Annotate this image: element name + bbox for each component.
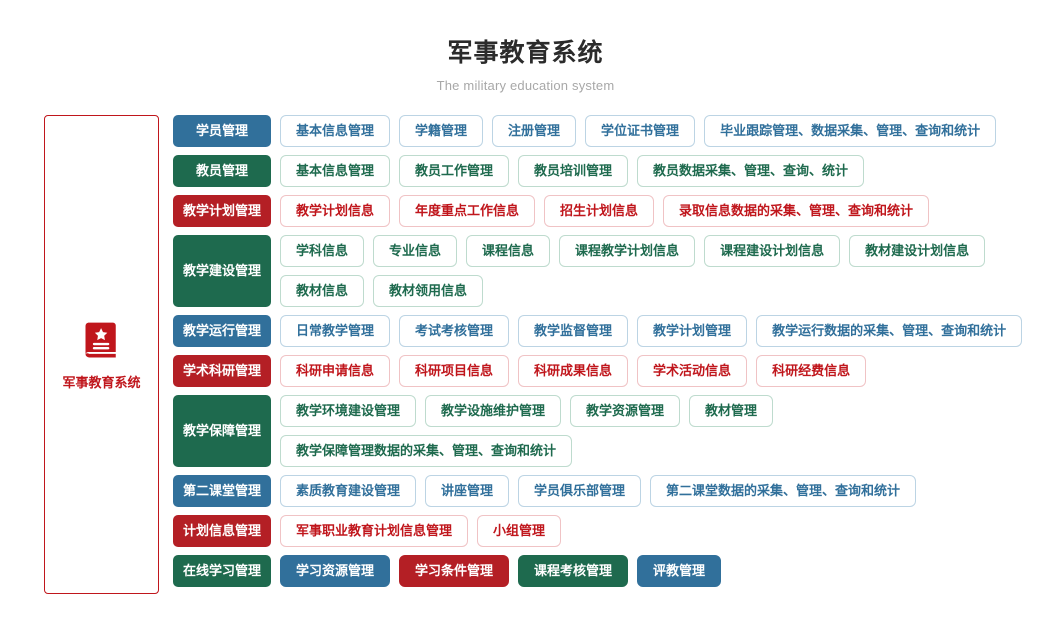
category-button[interactable]: 教员管理 [173,155,271,188]
root-node-panel[interactable]: 军事教育系统 [44,115,159,595]
item-chip[interactable]: 教员数据采集、管理、查询、统计 [637,155,865,188]
item-chip[interactable]: 学科信息 [280,235,365,268]
item-chip[interactable]: 学员俱乐部管理 [518,475,642,508]
item-chip[interactable]: 专业信息 [373,235,458,268]
item-chip-group: 日常教学管理考试考核管理教学监督管理教学计划管理教学运行数据的采集、管理、查询和… [280,315,1051,348]
item-chip-group: 学习资源管理学习条件管理课程考核管理评教管理 [280,555,1051,588]
category-row: 学员管理基本信息管理学籍管理注册管理学位证书管理毕业跟踪管理、数据采集、管理、查… [173,115,1051,148]
category-row: 在线学习管理学习资源管理学习条件管理课程考核管理评教管理 [173,555,1051,588]
item-chip[interactable]: 教材建设计划信息 [849,235,986,268]
item-chip[interactable]: 教学环境建设管理 [280,395,417,428]
item-chip-group: 军事职业教育计划信息管理小组管理 [280,515,1051,548]
root-node-label: 军事教育系统 [62,374,141,390]
item-chip[interactable]: 日常教学管理 [280,315,391,348]
category-button[interactable]: 教学计划管理 [173,195,271,228]
item-chip[interactable]: 教材管理 [689,395,774,428]
category-row: 教学建设管理学科信息专业信息课程信息课程教学计划信息课程建设计划信息教材建设计划… [173,235,1051,308]
category-button[interactable]: 教学保障管理 [173,395,271,468]
item-chip[interactable]: 教学运行数据的采集、管理、查询和统计 [756,315,1023,348]
item-chip[interactable]: 科研成果信息 [518,355,629,388]
item-chip[interactable]: 教学计划信息 [280,195,391,228]
item-chip[interactable]: 课程考核管理 [518,555,629,588]
item-chip[interactable]: 毕业跟踪管理、数据采集、管理、查询和统计 [704,115,997,148]
diagram-body: 军事教育系统 学员管理基本信息管理学籍管理注册管理学位证书管理毕业跟踪管理、数据… [0,115,1051,595]
page-subtitle: The military education system [436,78,615,94]
item-chip[interactable]: 军事职业教育计划信息管理 [280,515,469,548]
category-button[interactable]: 学员管理 [173,115,271,148]
item-chip[interactable]: 素质教育建设管理 [280,475,417,508]
item-chip-group: 基本信息管理学籍管理注册管理学位证书管理毕业跟踪管理、数据采集、管理、查询和统计 [280,115,1051,148]
item-chip[interactable]: 教材领用信息 [373,275,484,308]
item-chip[interactable]: 教学设施维护管理 [425,395,562,428]
item-chip[interactable]: 教员培训管理 [518,155,629,188]
item-chip[interactable]: 考试考核管理 [399,315,510,348]
item-chip[interactable]: 科研经费信息 [756,355,867,388]
category-row: 教学保障管理教学环境建设管理教学设施维护管理教学资源管理教材管理教学保障管理数据… [173,395,1051,468]
category-row: 第二课堂管理素质教育建设管理讲座管理学员俱乐部管理第二课堂数据的采集、管理、查询… [173,475,1051,508]
item-chip[interactable]: 学习资源管理 [280,555,391,588]
category-row: 教学运行管理日常教学管理考试考核管理教学监督管理教学计划管理教学运行数据的采集、… [173,315,1051,348]
item-chip[interactable]: 评教管理 [637,555,722,588]
page-title: 军事教育系统 [447,39,604,67]
item-chip[interactable]: 学习条件管理 [399,555,510,588]
category-button[interactable]: 教学建设管理 [173,235,271,308]
item-chip-group: 教学计划信息年度重点工作信息招生计划信息录取信息数据的采集、管理、查询和统计 [280,195,1051,228]
item-chip[interactable]: 讲座管理 [425,475,510,508]
item-chip[interactable]: 教材信息 [280,275,365,308]
category-row: 教员管理基本信息管理教员工作管理教员培训管理教员数据采集、管理、查询、统计 [173,155,1051,188]
item-chip[interactable]: 课程建设计划信息 [704,235,841,268]
item-chip[interactable]: 第二课堂数据的采集、管理、查询和统计 [650,475,917,508]
category-button[interactable]: 第二课堂管理 [173,475,271,508]
category-button[interactable]: 计划信息管理 [173,515,271,548]
item-chip-group: 科研申请信息科研项目信息科研成果信息学术活动信息科研经费信息 [280,355,1051,388]
item-chip[interactable]: 小组管理 [477,515,562,548]
item-chip-group: 基本信息管理教员工作管理教员培训管理教员数据采集、管理、查询、统计 [280,155,1051,188]
category-row: 教学计划管理教学计划信息年度重点工作信息招生计划信息录取信息数据的采集、管理、查… [173,195,1051,228]
page-header: 军事教育系统 The military education system [0,0,1051,93]
item-chip[interactable]: 科研项目信息 [399,355,510,388]
item-chip[interactable]: 教学保障管理数据的采集、管理、查询和统计 [280,435,573,468]
category-button[interactable]: 教学运行管理 [173,315,271,348]
item-chip-group: 素质教育建设管理讲座管理学员俱乐部管理第二课堂数据的采集、管理、查询和统计 [280,475,1051,508]
category-rows: 学员管理基本信息管理学籍管理注册管理学位证书管理毕业跟踪管理、数据采集、管理、查… [173,115,1051,595]
item-chip[interactable]: 学籍管理 [399,115,484,148]
category-button[interactable]: 在线学习管理 [173,555,271,588]
item-chip[interactable]: 学位证书管理 [585,115,696,148]
book-star-icon [80,319,124,363]
item-chip[interactable]: 年度重点工作信息 [399,195,536,228]
item-chip[interactable]: 教学监督管理 [518,315,629,348]
item-chip[interactable]: 教学计划管理 [637,315,748,348]
item-chip[interactable]: 科研申请信息 [280,355,391,388]
item-chip[interactable]: 基本信息管理 [280,115,391,148]
item-chip[interactable]: 录取信息数据的采集、管理、查询和统计 [663,195,930,228]
item-chip[interactable]: 学术活动信息 [637,355,748,388]
item-chip[interactable]: 课程教学计划信息 [559,235,696,268]
item-chip[interactable]: 招生计划信息 [544,195,655,228]
category-button[interactable]: 学术科研管理 [173,355,271,388]
item-chip[interactable]: 基本信息管理 [280,155,391,188]
item-chip-group: 教学环境建设管理教学设施维护管理教学资源管理教材管理教学保障管理数据的采集、管理… [280,395,1051,468]
item-chip-group: 学科信息专业信息课程信息课程教学计划信息课程建设计划信息教材建设计划信息教材信息… [280,235,1051,308]
category-row: 计划信息管理军事职业教育计划信息管理小组管理 [173,515,1051,548]
item-chip[interactable]: 教员工作管理 [399,155,510,188]
item-chip[interactable]: 教学资源管理 [570,395,681,428]
item-chip[interactable]: 注册管理 [492,115,577,148]
item-chip[interactable]: 课程信息 [466,235,551,268]
category-row: 学术科研管理科研申请信息科研项目信息科研成果信息学术活动信息科研经费信息 [173,355,1051,388]
